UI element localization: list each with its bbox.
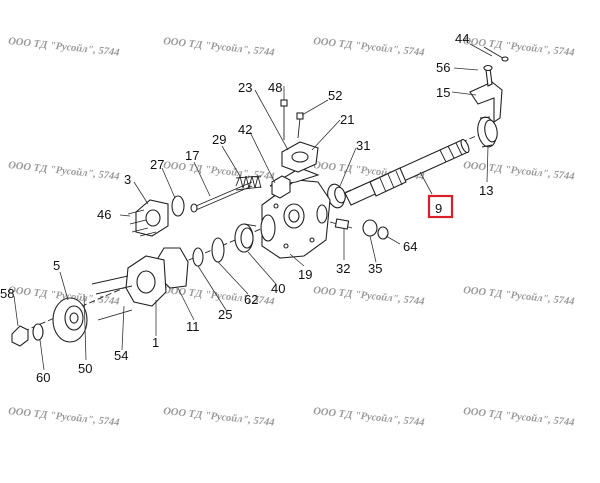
callout-29: 29 <box>212 132 226 147</box>
flange-3 <box>135 199 169 237</box>
shaft-part <box>344 138 470 206</box>
watermark: ООО ТД "Русойл", 5744 <box>8 36 120 59</box>
callout-32: 32 <box>336 261 350 276</box>
callout-31: 31 <box>356 138 370 153</box>
ring-62 <box>211 237 225 263</box>
watermark: ООО ТД "Русойл", 5744 <box>163 36 275 59</box>
callout-54: 54 <box>114 348 128 363</box>
plate-42 <box>271 175 291 199</box>
callout-13: 13 <box>479 183 493 198</box>
callout-19: 19 <box>298 267 312 282</box>
bolts-46 <box>127 209 157 237</box>
watermark: ООО ТД "Русойл", 5744 <box>313 406 425 429</box>
bearing-13 <box>477 116 498 148</box>
callout-27: 27 <box>150 157 164 172</box>
bolt-52 <box>296 112 304 139</box>
leader-lines <box>13 43 493 371</box>
callout-56: 56 <box>436 60 450 75</box>
watermark: ООО ТД "Русойл", 5744 <box>463 406 575 429</box>
callout-48: 48 <box>268 80 282 95</box>
callout-21: 21 <box>340 112 354 127</box>
washer-35 <box>362 219 378 237</box>
bolt-48 <box>280 99 288 140</box>
gear-31 <box>327 183 346 209</box>
rod-17 <box>190 181 253 213</box>
callout-25: 25 <box>218 307 232 322</box>
callout-35: 35 <box>368 261 382 276</box>
callout-labels: 44 56 15 13 9 48 23 52 21 42 31 29 27 17… <box>0 31 493 385</box>
valve-32 <box>329 218 353 230</box>
callout-1: 1 <box>152 335 159 350</box>
callout-3: 3 <box>124 172 131 187</box>
callout-11: 11 <box>186 319 200 334</box>
callout-58: 58 <box>0 286 14 301</box>
bolts-54 <box>91 275 133 321</box>
housing-19 <box>260 167 331 259</box>
callout-44: 44 <box>455 31 469 46</box>
spring-29 <box>235 174 262 191</box>
callout-50: 50 <box>78 361 92 376</box>
watermark: ООО ТД "Русойл", 5744 <box>8 406 120 429</box>
callout-42: 42 <box>238 122 252 137</box>
callout-5: 5 <box>53 258 60 273</box>
callout-40: 40 <box>271 281 285 296</box>
watermark: ООО ТД "Русойл", 5744 <box>163 406 275 429</box>
callout-9: 9 <box>435 201 442 216</box>
housing-1 <box>125 255 167 307</box>
ring-27 <box>171 195 185 217</box>
watermark: ООО ТД "Русойл", 5744 <box>463 285 575 308</box>
callout-62: 62 <box>244 292 258 307</box>
oring-64 <box>377 226 389 240</box>
pin-44 <box>483 46 509 62</box>
highlight-box <box>427 194 454 219</box>
callout-15: 15 <box>436 85 450 100</box>
callout-17: 17 <box>185 148 199 163</box>
watermark: ООО ТД "Русойл", 5744 <box>463 160 575 183</box>
watermark: ООО ТД "Русойл", 5744 <box>463 36 575 59</box>
fork-15 <box>469 64 503 124</box>
flange-5 <box>52 297 88 343</box>
watermark: ООО ТД "Русойл", 5744 <box>313 285 425 308</box>
watermark: ООО ТД "Русойл", 5744 <box>313 36 425 59</box>
callout-52: 52 <box>328 88 342 103</box>
callout-64: 64 <box>403 239 417 254</box>
callout-23: 23 <box>238 80 252 95</box>
watermark: ООО ТД "Русойл", 5744 <box>8 160 120 183</box>
cover-21 <box>281 141 319 173</box>
callout-46: 46 <box>97 207 111 222</box>
watermark: ООО ТД "Русойл", 5744 <box>163 160 275 183</box>
nut-58 <box>11 325 29 347</box>
callout-60: 60 <box>36 370 50 385</box>
washer-60 <box>32 323 44 341</box>
ring-25 <box>192 247 204 267</box>
bearing-40 <box>234 223 257 253</box>
